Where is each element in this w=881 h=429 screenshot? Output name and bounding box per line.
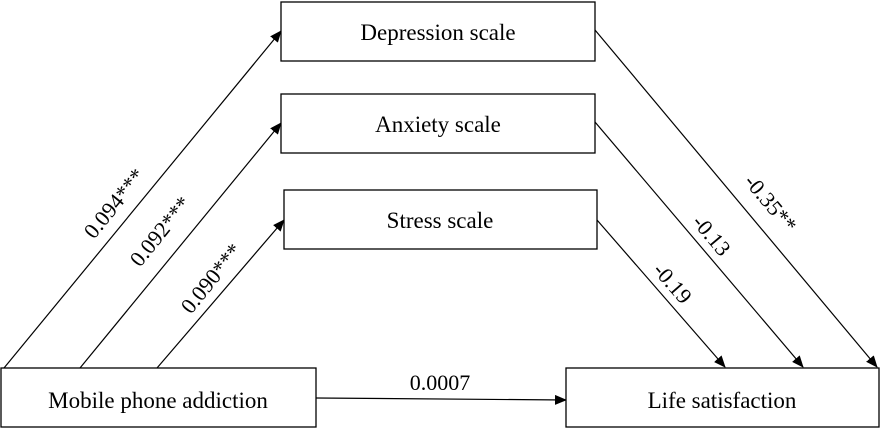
edge-label-mobile-stress: 0.090***: [175, 238, 246, 318]
edge-label-mobile-anxiety: 0.092***: [124, 191, 195, 271]
node-label-anxiety-scale: Anxiety scale: [375, 112, 501, 137]
edge-label-anxiety-life: -0.13: [687, 210, 736, 261]
node-life-satisfaction: Life satisfaction: [565, 367, 880, 428]
edge-mobile-depression: [3, 30, 282, 369]
node-anxiety-scale: Anxiety scale: [280, 93, 596, 154]
node-label-mobile-phone-addiction: Mobile phone addiction: [48, 388, 268, 413]
node-mobile-phone-addiction: Mobile phone addiction: [0, 367, 317, 428]
edge-label-mobile-life: 0.0007: [410, 370, 471, 395]
edge-label-stress-life: -0.19: [648, 258, 697, 309]
edge-anxiety-life: [594, 121, 804, 368]
edge-mobile-life: [315, 394, 567, 405]
node-stress-scale: Stress scale: [283, 189, 598, 250]
node-label-depression-scale: Depression scale: [360, 20, 515, 45]
edge-depression-life: [594, 29, 878, 368]
edge-label-depression-life: -0.35**: [739, 169, 802, 237]
node-label-stress-scale: Stress scale: [387, 208, 494, 233]
edge-mobile-anxiety: [79, 122, 282, 369]
node-label-life-satisfaction: Life satisfaction: [648, 388, 797, 413]
edge-stress-life: [596, 219, 726, 368]
edge-mobile-stress: [156, 219, 285, 369]
node-depression-scale: Depression scale: [280, 1, 596, 62]
